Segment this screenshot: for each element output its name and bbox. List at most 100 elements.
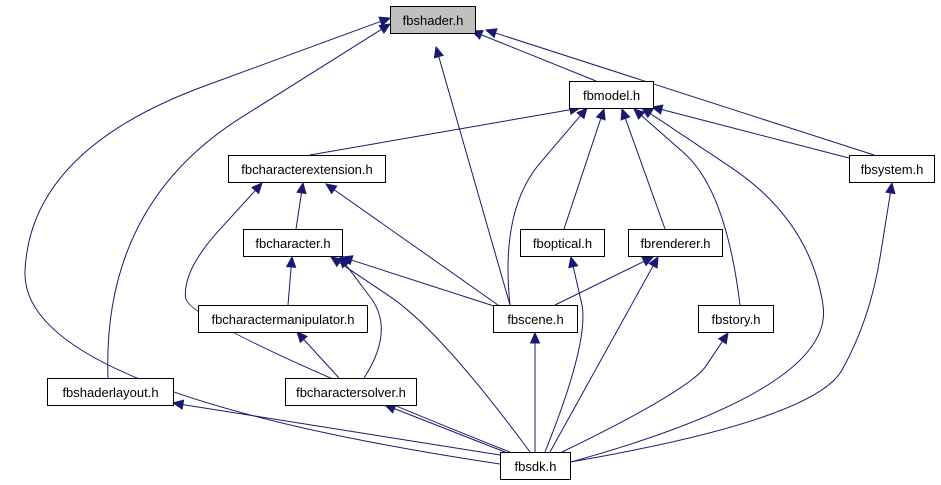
arrowhead-icon [568,255,579,269]
edge-line [107,28,382,379]
arrowhead-icon [633,108,646,120]
node-fbsystem[interactable]: fbsystem.h [849,155,935,183]
edge-line [303,339,340,379]
arrowhead-icon [325,183,338,195]
arrowhead-icon [329,256,343,268]
arrowhead-icon [595,107,606,121]
edge-fbsdk-to-fbstory [561,331,729,453]
edge-fbsdk-to-fbrenderer [549,255,659,453]
arrowhead-icon [340,255,354,266]
node-box [47,378,174,406]
node-fbcharacter[interactable]: fbcharacter.h [243,229,343,257]
edge-line [394,408,506,453]
node-fbsdk[interactable]: fbsdk.h [500,452,571,480]
edge-line [549,265,654,453]
edge-fbrenderer-to-fbmodel [620,107,666,230]
node-box [285,378,417,406]
node-box [628,229,723,257]
edge-line [624,118,666,230]
edge-line [339,262,531,453]
nodes-layer: fbshader.h fbmodel.h fbcharacterextension.… [47,6,935,480]
edge-line [345,264,382,379]
edge-fbsdk-to-fbscene [529,331,541,452]
edge-line [333,189,499,306]
edge-fbsdk-to-fbsystem [569,181,896,463]
node-label: fbcharacterextension.h [241,162,373,177]
edge-line [561,341,723,453]
node-label: fbsdk.h [515,459,557,474]
edge-line [495,32,875,156]
edge-line [661,109,850,159]
arrowhead-icon [171,399,185,410]
edge-fbscene-to-fbcharacter [340,255,501,309]
node-label: fbcharactersolver.h [296,385,406,400]
arrowhead-icon [650,104,664,115]
node-fbrenderer[interactable]: fbrenderer.h [628,229,723,257]
arrowhead-icon [378,16,392,27]
edge-line [295,192,302,230]
node-fbshaderlayout[interactable]: fbshaderlayout.h [47,378,174,406]
edge-line [309,109,571,156]
node-fbmodel[interactable]: fbmodel.h [569,81,654,109]
edge-line [554,260,645,306]
node-fbcharactermanipulator[interactable]: fbcharactermanipulator.h [198,305,368,333]
arrowhead-icon [576,107,588,120]
arrowhead-icon [378,23,392,35]
node-box [228,155,386,183]
node-fbcharacterextension[interactable]: fbcharacterextension.h [228,155,386,183]
edge-fbsdk-to-fbcharactersolver [383,403,506,453]
edge-line [559,113,825,466]
edge-fboptical-to-fbmodel [563,107,606,230]
edge-line [481,34,597,82]
edge-fbscene-to-fbmodel [507,107,588,306]
node-box [390,6,476,34]
arrowhead-icon [285,255,297,268]
node-fbcharactersolver[interactable]: fbcharactersolver.h [285,378,417,406]
edge-line [438,56,511,306]
arrowhead-icon [885,181,896,195]
node-label: fbscene.h [507,312,563,327]
node-box [243,229,343,257]
node-label: fbcharacter.h [255,236,330,251]
node-box [849,155,935,183]
arrowhead-icon [648,255,659,269]
edge-line [287,266,292,306]
edge-fbcharactermanipulator-to-fbcharacter [285,255,297,306]
node-label: fboptical.h [533,236,592,251]
node-fboptical[interactable]: fboptical.h [520,229,605,257]
node-box [500,452,571,480]
node-label: fbshaderlayout.h [62,385,158,400]
node-label: fbstory.h [712,312,761,327]
edge-fbscene-to-fbshader [433,45,511,306]
edge-fbcharacter-to-fbcharacterextension [295,181,307,230]
node-fbstory[interactable]: fbstory.h [698,305,774,333]
node-label: fbcharactermanipulator.h [211,312,354,327]
node-box [520,229,605,257]
edge-line [182,404,501,456]
node-fbshader[interactable]: fbshader.h [390,6,476,34]
edge-fbcharactersolver-to-fbcharactermanipulator [296,331,340,379]
node-label: fbshader.h [403,13,464,28]
node-fbscene[interactable]: fbscene.h [493,305,578,333]
arrowhead-icon [717,331,729,345]
edge-fbmodel-to-fbshader [470,30,597,82]
node-box [198,305,368,333]
node-label: fbrenderer.h [640,236,710,251]
edge-fbsdk-to-fbcharacter [329,256,531,453]
edge-fbscene-to-fbcharacterextension [325,183,499,306]
node-box [493,305,578,333]
node-box [569,81,654,109]
edge-line [351,259,501,309]
edges-layer [24,16,896,466]
edge-line [507,115,581,306]
node-box [698,305,774,333]
arrowhead-icon [484,28,498,39]
edge-line [641,115,741,306]
arrowhead-icon [251,182,263,195]
edge-fbsystem-to-fbshader [484,28,875,156]
edge-fbsdk-to-fbshader [24,16,501,465]
edge-fbsdk-to-fboptical [544,255,584,453]
edge-fbstory-to-fbmodel [633,108,741,306]
